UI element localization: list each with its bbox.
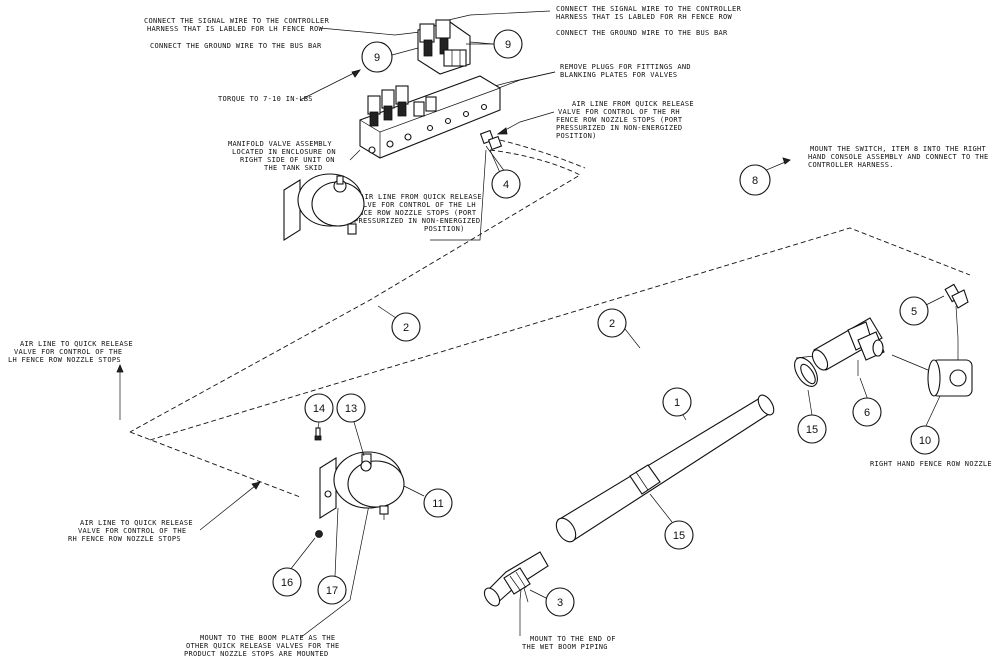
svg-text:16: 16	[281, 577, 293, 589]
balloon-17: 17	[317, 575, 347, 605]
balloon-5: 5	[899, 296, 929, 326]
balloon-3: 3	[545, 587, 575, 617]
nut-item-16	[315, 530, 323, 538]
svg-text:CONNECT THE SIGNAL WIRE TO THE: CONNECT THE SIGNAL WIRE TO THE CONTROLLE…	[144, 17, 330, 33]
balloon-4: 4	[491, 169, 521, 199]
svg-text:CONNECT THE SIGNAL WIRE TO THE: CONNECT THE SIGNAL WIRE TO THE CONTROLLE…	[556, 5, 742, 21]
clamp-item-15-upper	[794, 355, 818, 387]
svg-text:10: 10	[919, 435, 931, 447]
nozzle-body-item-10	[891, 338, 973, 397]
balloon-16: 16	[272, 567, 302, 597]
elbow-fitting-item-4	[479, 129, 506, 173]
svg-text:3: 3	[557, 597, 563, 609]
quick-release-valve-top	[283, 173, 365, 241]
svg-text:17: 17	[326, 585, 338, 597]
quick-release-valve-bottom	[319, 451, 405, 520]
balloon-13: 13	[336, 393, 366, 423]
svg-text:5: 5	[911, 306, 917, 318]
balloon-9-right: 9	[493, 29, 523, 59]
balloon-1: 1	[662, 387, 692, 417]
note-rh-ground-wire: CONNECT THE GROUND WIRE TO THE BUS BAR	[556, 29, 728, 37]
note-lh-ground-wire: CONNECT THE GROUND WIRE TO THE BUS BAR	[150, 42, 322, 50]
boom-pipe-item-1	[555, 394, 775, 543]
svg-text:13: 13	[345, 403, 357, 415]
balloon-6: 6	[852, 397, 882, 427]
svg-text:4: 4	[503, 179, 509, 191]
svg-text:11: 11	[432, 498, 443, 510]
svg-text:2: 2	[609, 318, 615, 330]
hose-fitting-item-3	[483, 551, 549, 607]
balloon-15-lower: 15	[664, 520, 694, 550]
air-lines-dashed	[129, 139, 971, 498]
solenoid-valve-pair-top	[417, 19, 471, 75]
svg-text:6: 6	[864, 407, 870, 419]
balloon-11: 11	[423, 488, 453, 518]
manifold-valve-assembly	[359, 75, 501, 159]
svg-text:9: 9	[374, 52, 380, 64]
balloon-2-right: 2	[597, 308, 627, 338]
svg-text:2: 2	[403, 322, 409, 334]
svg-text:15: 15	[806, 424, 818, 436]
svg-text:MOUNT THE SWITCH, ITEM 8 INTO: MOUNT THE SWITCH, ITEM 8 INTO THE RIGHTH…	[808, 145, 989, 169]
balloon-9-left: 9	[361, 41, 393, 73]
svg-text:14: 14	[313, 403, 325, 415]
tee-fitting-item-6	[811, 317, 885, 376]
svg-text:15: 15	[673, 530, 685, 542]
note-torque: TORQUE TO 7-10 IN-LBS	[218, 95, 313, 103]
screw-item-14	[314, 427, 322, 441]
balloon-14: 14	[304, 393, 334, 423]
note-rh-signal-wire: CONNECT THE SIGNAL WIRE TO THE CONTROLLE…	[556, 5, 742, 21]
balloon-8: 8	[739, 164, 771, 196]
elbow-fitting-item-5	[944, 283, 969, 339]
balloon-15-upper: 15	[797, 414, 827, 444]
note-lh-signal-wire: CONNECT THE SIGNAL WIRE TO THE CONTROLLE…	[144, 17, 330, 33]
balloon-10: 10	[910, 425, 940, 455]
balloon-2-left: 2	[391, 312, 421, 342]
svg-text:1: 1	[674, 397, 680, 409]
svg-text:9: 9	[505, 39, 511, 51]
svg-text:8: 8	[752, 175, 758, 187]
note-rh-fence-row-nozzle: RIGHT HAND FENCE ROW NOZZLE	[870, 460, 992, 468]
